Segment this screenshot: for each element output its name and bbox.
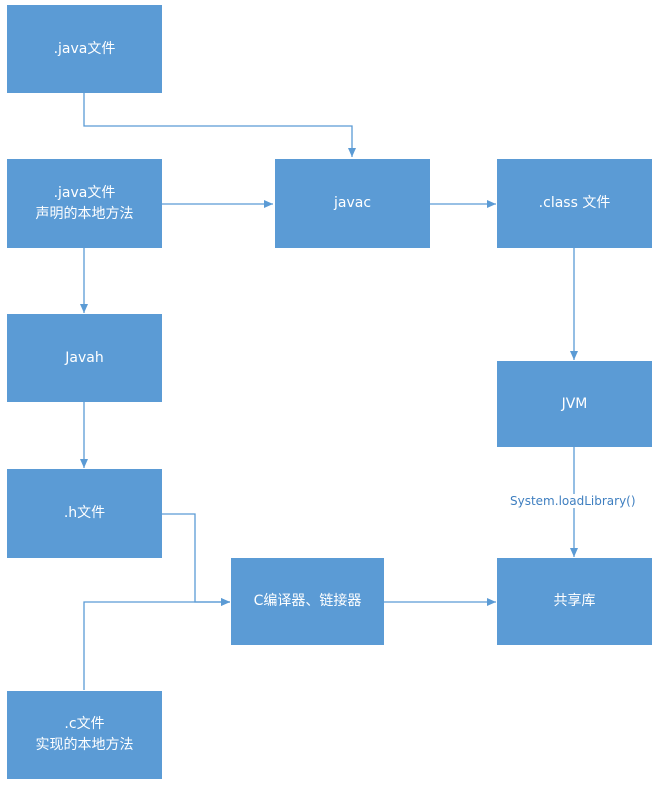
- java-file-node: .java文件: [7, 5, 162, 93]
- h-file-node: .h文件: [7, 469, 162, 558]
- java-native-label-1: .java文件: [53, 184, 116, 201]
- h-file-label: .h文件: [63, 505, 106, 521]
- jvm-node: JVM: [497, 361, 652, 447]
- class-file-node: .class 文件: [497, 159, 652, 248]
- shared-lib-label: 共享库: [553, 593, 596, 609]
- javac-node: javac: [275, 159, 430, 248]
- edge-java-to-javac: [83, 93, 356, 157]
- javah-node: Javah: [7, 314, 162, 402]
- c-compiler-label: C编译器、链接器: [253, 593, 362, 609]
- edge-h-to-compiler: [162, 513, 230, 606]
- shared-lib-node: 共享库: [497, 558, 652, 645]
- java-native-label-2: 声明的本地方法: [35, 205, 134, 222]
- edge-c-to-compiler: [83, 598, 230, 690]
- c-file-label-1: .c文件: [64, 716, 105, 732]
- c-file-node: .c文件 实现的本地方法: [7, 691, 162, 779]
- load-library-label: System.loadLibrary(): [508, 494, 638, 508]
- javah-label: Javah: [65, 349, 104, 366]
- java-file-label: .java文件: [53, 40, 116, 57]
- javac-label: javac: [333, 195, 372, 211]
- jvm-label: JVM: [561, 395, 588, 412]
- c-compiler-node: C编译器、链接器: [231, 558, 384, 645]
- c-file-label-2: 实现的本地方法: [35, 737, 134, 753]
- java-native-node: .java文件 声明的本地方法: [7, 159, 162, 248]
- class-file-label: .class 文件: [538, 195, 611, 211]
